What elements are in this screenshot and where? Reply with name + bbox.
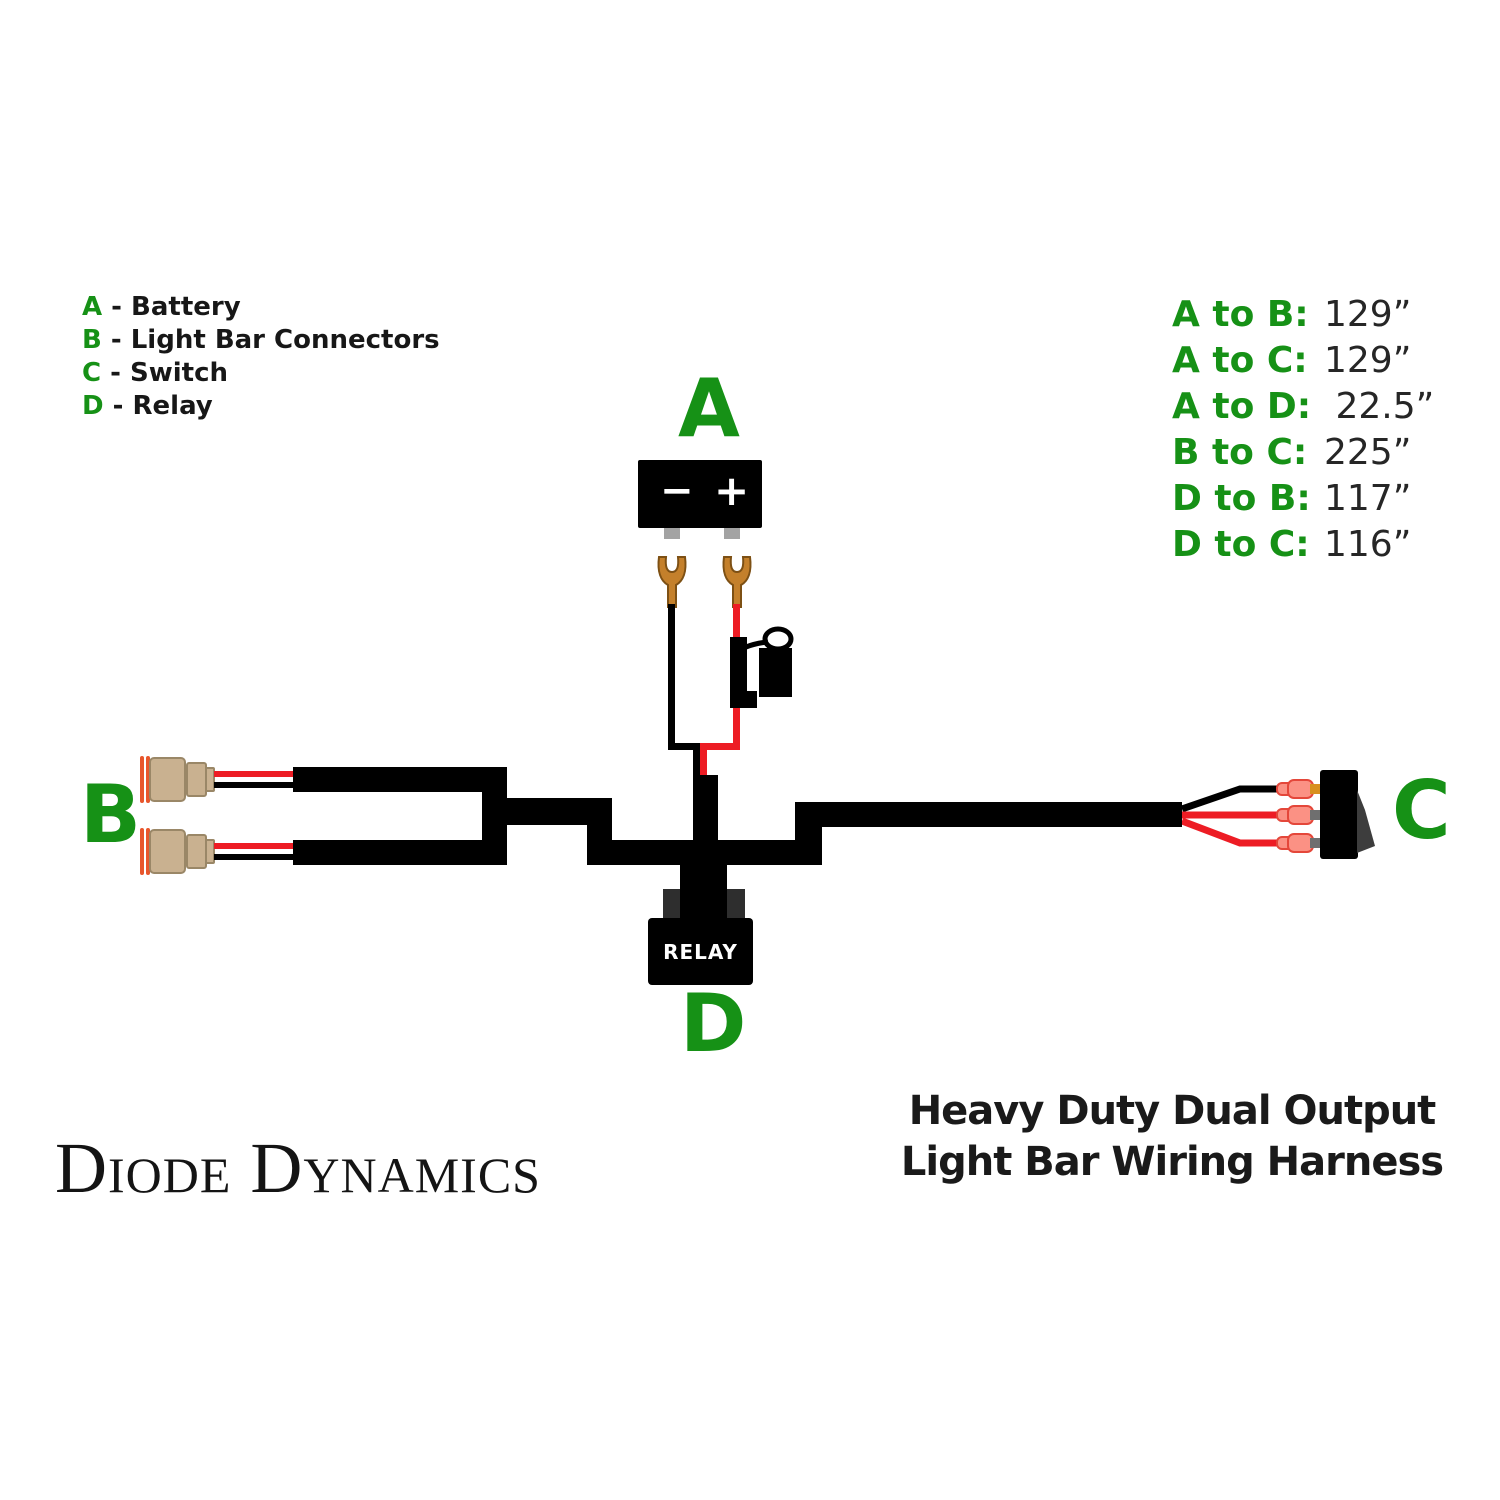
relay-label: RELAY xyxy=(663,939,738,964)
fuse-loop-icon xyxy=(745,626,794,652)
harness-sleeve-top xyxy=(293,767,507,792)
measurement-row: B to C:225” xyxy=(1172,432,1412,473)
switch-tab-icon xyxy=(1310,838,1321,848)
battery-negative-wire xyxy=(668,743,701,750)
measurement-row: A to C:129” xyxy=(1172,340,1412,381)
switch-wires xyxy=(1182,785,1280,847)
relay-stem xyxy=(680,863,727,891)
measurement-row: D to C:116” xyxy=(1172,524,1412,565)
product-title-line2: Light Bar Wiring Harness xyxy=(900,1139,1444,1185)
connector-seal-icon xyxy=(146,756,150,803)
label-c-switch: C xyxy=(1392,764,1451,857)
legend-letter: D xyxy=(82,391,104,421)
product-title: Heavy Duty Dual Output Light Bar Wiring … xyxy=(840,1086,1500,1188)
battery-positive-wire xyxy=(700,743,740,750)
crimp-terminal-icon xyxy=(1276,833,1314,853)
fuse-holder-icon xyxy=(747,691,757,708)
fuse-holder-icon xyxy=(730,637,747,708)
harness-junction-bar xyxy=(482,767,507,865)
light-bar-red-wire xyxy=(214,843,294,849)
legend-label: Switch xyxy=(130,358,229,388)
battery-positive-wire xyxy=(700,743,707,778)
battery-plus-terminal-label: + xyxy=(714,466,750,515)
switch-tab-icon xyxy=(1310,810,1321,820)
legend-label: Battery xyxy=(131,292,241,322)
light-bar-connector-icon xyxy=(186,762,207,797)
legend-letter: A xyxy=(82,292,103,322)
battery-post-icon xyxy=(724,528,740,539)
harness-trunk-upper xyxy=(795,802,1182,827)
connector-seal-icon xyxy=(140,756,144,803)
label-a-battery: A xyxy=(678,362,740,455)
crimp-terminal-icon xyxy=(1276,779,1314,799)
label-b-light-bar: B xyxy=(80,768,141,861)
light-bar-black-wire xyxy=(214,782,294,788)
switch-tab-icon xyxy=(1310,784,1321,794)
battery-negative-wire xyxy=(693,743,700,778)
light-bar-red-wire xyxy=(214,771,294,777)
legend-label: Relay xyxy=(132,391,213,421)
relay-icon: RELAY xyxy=(648,918,753,985)
measurement-row: A to B:129” xyxy=(1172,294,1412,335)
legend-item-relay: D - Relay xyxy=(82,391,213,421)
battery-icon: − + xyxy=(638,460,762,528)
legend-letter: C xyxy=(82,358,102,388)
light-bar-connector-icon xyxy=(149,757,186,802)
fork-terminal-icon xyxy=(722,556,752,608)
measurement-row: A to D: 22.5” xyxy=(1172,386,1435,427)
legend-item-switch: C - Switch xyxy=(82,358,229,388)
legend-label: Light Bar Connectors xyxy=(130,325,440,355)
light-bar-connector-icon xyxy=(149,829,186,874)
battery-positive-wire xyxy=(733,705,740,750)
legend-item-light-bar-connectors: B - Light Bar Connectors xyxy=(82,325,440,355)
product-title-line1: Heavy Duty Dual Output xyxy=(908,1088,1437,1134)
light-bar-connector-icon xyxy=(205,767,215,792)
switch-rocker-icon xyxy=(1357,790,1375,853)
battery-post-icon xyxy=(664,528,680,539)
light-bar-connector-icon xyxy=(205,839,215,864)
light-bar-connector-icon xyxy=(186,834,207,869)
legend: A - Battery B - Light Bar Connectors C -… xyxy=(82,291,440,423)
connector-seal-icon xyxy=(140,828,144,875)
light-bar-black-wire xyxy=(214,854,294,860)
battery-negative-wire xyxy=(668,604,675,750)
legend-item-battery: A - Battery xyxy=(82,292,241,322)
switch-icon xyxy=(1320,770,1358,859)
battery-positive-wire xyxy=(733,604,740,642)
measurement-row: D to B:117” xyxy=(1172,478,1412,519)
battery-stem xyxy=(693,775,718,865)
wire-length-table: A to B:129” A to C:129” A to D: 22.5” B … xyxy=(1172,292,1434,568)
brand-logo: Diode Dynamics xyxy=(55,1128,541,1208)
battery-minus-terminal-label: − xyxy=(660,468,694,514)
connector-seal-icon xyxy=(146,828,150,875)
fuse-holder-icon xyxy=(759,648,792,697)
legend-letter: B xyxy=(82,325,102,355)
fork-terminal-icon xyxy=(657,556,687,608)
label-d-relay: D xyxy=(680,977,747,1070)
crimp-terminal-icon xyxy=(1276,805,1314,825)
harness-sleeve-bottom xyxy=(293,840,507,865)
relay-connector-icon xyxy=(680,889,727,920)
